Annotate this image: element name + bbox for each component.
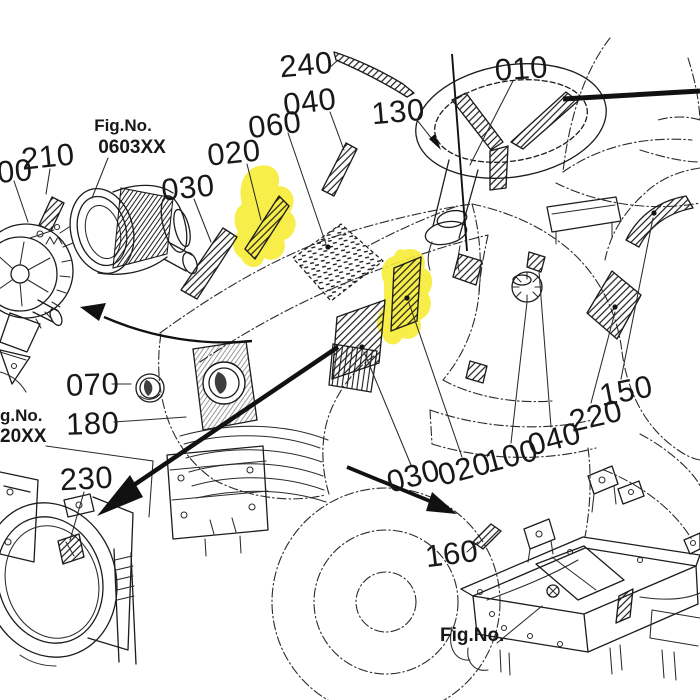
- fig-ref-bottomright: Fig.No.: [440, 625, 504, 646]
- decal-240-strip: [333, 51, 415, 98]
- fig-ref-left-line1: g.No.: [0, 406, 43, 425]
- clamp-230-part: [57, 533, 85, 565]
- hood-mesh-panel: [292, 223, 384, 302]
- callout-150: 150: [597, 368, 656, 413]
- decal-040-top: [321, 142, 358, 197]
- emblem-badge-drawing: [135, 373, 165, 403]
- fig-ref-left-line2: 20XX: [0, 426, 47, 447]
- arrow-line-top-right: [562, 88, 700, 102]
- callout-200-partial: 00: [0, 152, 34, 190]
- console-parts-drawing: [465, 196, 622, 384]
- decal-160: [472, 523, 502, 550]
- callout-240: 240: [278, 45, 334, 85]
- curved-arrow: [103, 315, 253, 344]
- callout-020-top: 020: [206, 132, 263, 172]
- callout-060: 060: [246, 104, 303, 145]
- decal-030-middle: [331, 299, 386, 380]
- leader-lines: [13, 59, 654, 644]
- tractor-body-drawing: [158, 37, 700, 700]
- decal-020-top-highlighted: [244, 195, 290, 260]
- blower-fan-drawing: [0, 212, 74, 385]
- steering-rod-line: [451, 53, 468, 252]
- rear-decals-drawing: [452, 195, 694, 340]
- arrow-to-lower-right: [346, 465, 438, 506]
- fig-ref-topleft-line2: 0603XX: [98, 137, 166, 158]
- decal-030-top: [180, 227, 238, 300]
- fan-shroud-drawing: [0, 351, 137, 667]
- callout-230: 230: [59, 460, 114, 498]
- fig-ref-topleft-line1: Fig.No.: [94, 116, 152, 135]
- air-filter-drawing: [69, 184, 198, 275]
- callout-210: 210: [20, 136, 77, 176]
- callout-160: 160: [423, 533, 480, 574]
- decal-210: [38, 196, 65, 232]
- figure-reference-labels: Fig.No. 0603XX g.No. 20XX Fig.No.: [0, 116, 504, 646]
- battery-tray-drawing: [450, 465, 700, 681]
- highlight-blob-top: [233, 165, 296, 267]
- arrow-to-lower-left: [126, 345, 340, 491]
- callout-040-top: 040: [281, 81, 338, 122]
- direction-arrows: [80, 88, 700, 516]
- steering-wheel-drawing: [415, 63, 607, 191]
- callout-130: 130: [370, 92, 426, 132]
- decal-020-middle-highlighted: [390, 256, 422, 332]
- callout-030-top: 030: [160, 167, 217, 207]
- position-dots: [325, 210, 657, 350]
- callout-070: 070: [65, 366, 119, 403]
- callout-180: 180: [65, 405, 119, 442]
- callout-010: 010: [493, 49, 549, 88]
- hood-decals-drawing: [38, 51, 502, 550]
